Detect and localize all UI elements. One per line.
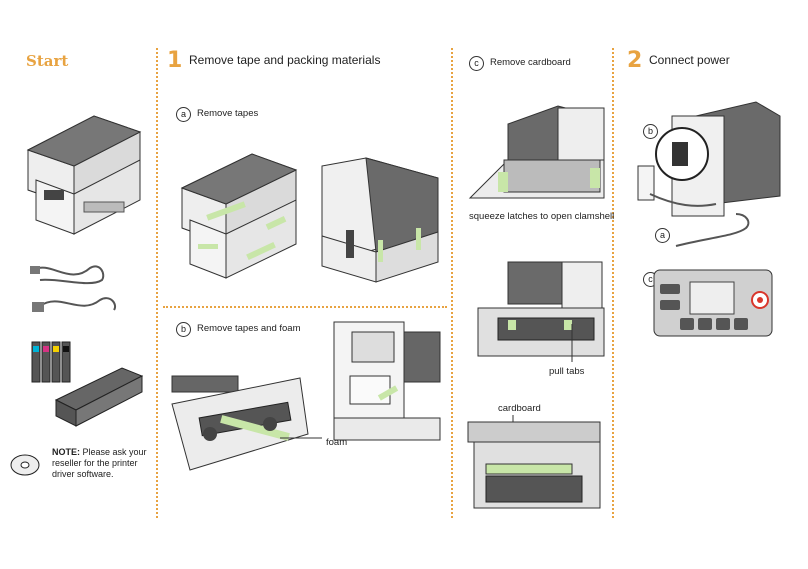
step1-title: Remove tape and packing materials bbox=[189, 53, 381, 67]
separator-step1c bbox=[612, 48, 614, 518]
printer-side-tapes-illustration bbox=[321, 157, 439, 283]
step2-marker-b: b bbox=[643, 124, 658, 139]
cd-icon bbox=[10, 454, 40, 476]
cardboard-caption: cardboard bbox=[498, 403, 541, 414]
step1c-label: Remove cardboard bbox=[490, 57, 571, 68]
start-title: Start bbox=[26, 52, 69, 70]
foam-callout: foam bbox=[326, 437, 348, 448]
usb-cable-illustration bbox=[30, 265, 105, 285]
clamshell-latches-illustration bbox=[468, 105, 605, 199]
step1c-marker: c bbox=[469, 56, 484, 71]
separator-a-b bbox=[163, 306, 447, 308]
power-cord-illustration bbox=[32, 297, 116, 312]
printer-side-open-illustration bbox=[333, 321, 441, 441]
power-connection-illustration bbox=[637, 101, 781, 247]
printhead-illustration bbox=[54, 367, 144, 427]
printer-front-tapes-illustration bbox=[180, 153, 298, 279]
note-text: NOTE: Please ask your reseller for the p… bbox=[52, 447, 152, 480]
pull-tabs-callout-line bbox=[571, 324, 573, 362]
clamshell-open-foam-illustration bbox=[171, 375, 309, 471]
pull-tabs-caption: pull tabs bbox=[549, 366, 585, 377]
foam-callout-line bbox=[280, 437, 322, 439]
separator-step1 bbox=[451, 48, 453, 518]
step1a-label: Remove tapes bbox=[197, 108, 259, 119]
step2-marker-a: a bbox=[655, 228, 670, 243]
note-body: Please ask your reseller for the printer… bbox=[52, 447, 147, 479]
note-label: NOTE: bbox=[52, 447, 80, 457]
step2-title: Connect power bbox=[649, 53, 730, 67]
cardboard-illustration bbox=[467, 421, 601, 509]
step1a-marker: a bbox=[176, 107, 191, 122]
printer-start-illustration bbox=[26, 115, 142, 235]
step2-number: 2 bbox=[627, 48, 643, 73]
step1b-marker: b bbox=[176, 322, 191, 337]
step1-number: 1 bbox=[167, 48, 183, 73]
pull-tabs-illustration bbox=[477, 261, 605, 357]
latches-caption: squeeze latches to open clamshell bbox=[469, 211, 615, 222]
control-panel-illustration bbox=[653, 269, 773, 337]
separator-start bbox=[156, 48, 158, 518]
step1b-label: Remove tapes and foam bbox=[197, 323, 301, 334]
ink-cartridges-illustration bbox=[31, 341, 71, 383]
